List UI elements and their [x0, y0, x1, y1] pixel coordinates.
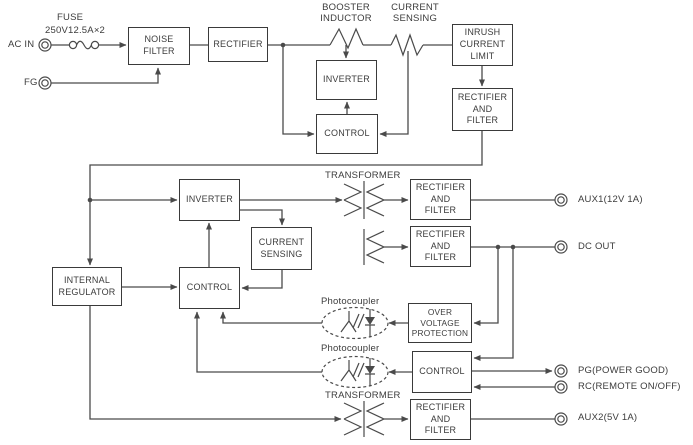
- block-output-control: CONTROL: [412, 351, 472, 393]
- block-rectifier-input: RECTIFIER: [208, 27, 268, 62]
- fuse-icon: [68, 40, 100, 50]
- block-pfc-inverter: INVERTER: [316, 60, 377, 100]
- block-rectifier-filter-aux2: RECTIFIER AND FILTER: [410, 399, 471, 440]
- block-inrush-current-limit: INRUSH CURRENT LIMIT: [452, 24, 513, 66]
- booster-inductor-icon: [329, 27, 364, 50]
- pg-output-label: PG(POWER GOOD): [578, 365, 669, 376]
- rc-output-label: RC(REMOTE ON/OFF): [578, 381, 681, 392]
- aux1-connector-icon: [554, 193, 568, 207]
- block-rectifier-filter-primary: RECTIFIER AND FILTER: [452, 88, 513, 131]
- aux2-output-label: AUX2(5V 1A): [578, 412, 638, 423]
- dc-out-connector-icon: [554, 240, 568, 254]
- block-rectifier-filter-dcout: RECTIFIER AND FILTER: [410, 226, 471, 267]
- fg-label: FG: [24, 77, 38, 88]
- pg-connector-icon: [554, 364, 568, 378]
- block-main-inverter: INVERTER: [179, 179, 240, 221]
- aux2-connector-icon: [554, 412, 568, 426]
- transformer-main-icon: [343, 181, 385, 219]
- booster-inductor-label: BOOSTER INDUCTOR: [320, 2, 372, 25]
- photocoupler-control-label: Photocoupler: [321, 343, 380, 354]
- rc-connector-icon: [554, 380, 568, 394]
- block-over-voltage-protection: OVER VOLTAGE PROTECTION: [408, 303, 472, 343]
- wires: [51, 42, 555, 422]
- transformer-aux-label: TRANSFORMER: [325, 390, 401, 401]
- block-internal-regulator: INTERNAL REGULATOR: [52, 267, 122, 306]
- ac-in-connector-icon: [38, 38, 52, 52]
- photocoupler-ovp-icon: [321, 306, 389, 340]
- fg-connector-icon: [38, 76, 52, 90]
- block-main-control: CONTROL: [179, 267, 240, 309]
- block-rectifier-filter-aux1: RECTIFIER AND FILTER: [410, 179, 471, 220]
- transformer-winding2-icon: [363, 229, 385, 265]
- fuse-rating-label: 250V12.5A×2: [45, 25, 106, 36]
- block-pfc-control: CONTROL: [316, 114, 378, 154]
- transformer-main-label: TRANSFORMER: [325, 170, 401, 181]
- block-noise-filter: NOISE FILTER: [128, 27, 190, 65]
- photocoupler-control-icon: [321, 355, 389, 389]
- current-sensing-resistor-icon: [390, 33, 424, 57]
- aux1-output-label: AUX1(12V 1A): [578, 194, 643, 205]
- transformer-aux-icon: [343, 401, 385, 437]
- junction-dots: [87, 42, 516, 250]
- dc-out-output-label: DC OUT: [578, 241, 616, 252]
- current-sensing-label: CURRENT SENSING: [391, 2, 439, 25]
- block-current-sensing: CURRENT SENSING: [251, 227, 312, 270]
- photocoupler-ovp-label: Photocoupler: [321, 296, 380, 307]
- fuse-title-label: FUSE: [57, 12, 84, 23]
- ac-in-label: AC IN: [8, 39, 35, 50]
